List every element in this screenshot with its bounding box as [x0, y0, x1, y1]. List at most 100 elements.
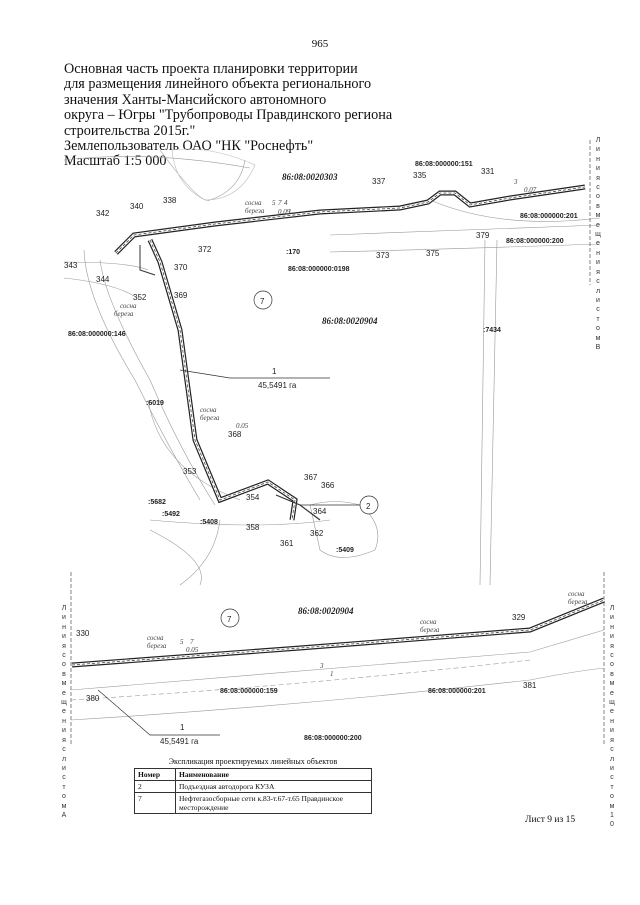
parcel-label-200: 86:08:000000:200 [506, 238, 564, 245]
point-379: 379 [476, 231, 490, 240]
pipeline-corridor-top [114, 184, 586, 521]
short-label-7434: :7434 [483, 327, 501, 334]
point-369: 369 [174, 291, 188, 300]
forest-species-pine-b2: сосна [420, 618, 437, 626]
parcel-label-201: 86:08:000000:201 [520, 213, 578, 220]
point-329: 329 [512, 613, 526, 622]
forest-species-pine-b3: сосна [568, 590, 585, 598]
point-340: 340 [130, 202, 144, 211]
legend-table: Экспликация проектируемых линейных объек… [134, 757, 372, 814]
point-358: 358 [246, 523, 260, 532]
point-344: 344 [96, 275, 110, 284]
legend-row-2-number: 7 [134, 792, 176, 814]
point-381: 381 [523, 681, 537, 690]
road-callout: 2 [366, 502, 371, 511]
forest-species-birch-b3: береза [568, 598, 588, 606]
point-368: 368 [228, 430, 242, 439]
title-line-3: значения Ханты-Мансийского автономного [64, 91, 327, 108]
line-callout-top: 7 [260, 297, 265, 306]
forest-code-b4: 3 [319, 662, 324, 670]
title-line-4: округа – Югры "Трубопроводы Правдинского… [64, 107, 393, 124]
point-380: 380 [86, 694, 100, 703]
point-354: 354 [246, 493, 260, 502]
forest-species-pine-b1: сосна [147, 634, 164, 642]
forest-code-1: 5 [272, 199, 276, 207]
point-343: 343 [64, 261, 78, 270]
point-370: 370 [174, 263, 188, 272]
forest-code-4: 0.09 [278, 208, 291, 216]
short-label-5682: :5682 [148, 499, 166, 506]
parcel-label-0198: 86:08:000000:0198 [288, 266, 350, 273]
page-number: 965 [311, 38, 329, 50]
callouts-top [179, 290, 379, 515]
short-label-6019: :6019 [146, 400, 164, 407]
legend-header-number: Номер [134, 768, 176, 781]
forest-species-pine-2: сосна [200, 406, 217, 414]
block-label-bottom: 86:08:0020904 [298, 606, 354, 616]
point-numbers-top: 342 340 338 337 335 331 343 344 352 369 … [64, 167, 495, 548]
forest-species-birch-b2: береза [420, 626, 440, 634]
document-title: Основная часть проекта планировки террит… [64, 61, 424, 170]
point-373: 373 [376, 251, 390, 260]
short-label-5409: :5409 [336, 547, 354, 554]
forest-code-b5: 1 [330, 670, 334, 678]
forest-species-birch-2: береза [200, 414, 220, 422]
parcel-label-146: 86:08:000000:146 [68, 331, 126, 338]
point-362: 362 [310, 529, 324, 538]
forest-species-pine-3: сосна [120, 302, 137, 310]
forest-code-8: 0.07 [524, 186, 537, 194]
land-user: Землепользователь ОАО "НК "Роснефть" [64, 138, 314, 155]
point-372: 372 [198, 245, 212, 254]
block-label-1: 86:08:0020303 [282, 172, 338, 182]
forest-code-b3: 0.05 [186, 646, 199, 654]
parcel-label-151: 86:08:000000:151 [415, 161, 473, 168]
area-value-top: 45,5491 га [258, 381, 297, 390]
pipeline-corridor-bottom [71, 597, 605, 668]
point-353: 353 [183, 467, 197, 476]
point-364: 364 [313, 507, 327, 516]
point-331: 331 [481, 167, 495, 176]
area-number-top: 1 [272, 367, 277, 376]
table-row: 2 Подъездная автодорога КУЗА [134, 780, 372, 793]
forest-labels-top: сосна береза 5 7 4 0.09 1 сосна береза 0… [114, 178, 537, 430]
point-330: 330 [76, 629, 90, 638]
point-342: 342 [96, 209, 110, 218]
legend-row-1-name: Подъездная автодорога КУЗА [175, 780, 372, 793]
legend-row-1-number: 2 [134, 780, 176, 793]
legend-row-2-name: Нефтегазосборные сети к.83-т.67-т.65 Пра… [175, 792, 372, 814]
point-367: 367 [304, 473, 318, 482]
area-value-bottom: 45,5491 га [160, 737, 199, 746]
title-line-2: для размещения линейного объекта региона… [64, 76, 372, 93]
point-361: 361 [280, 539, 294, 548]
forest-code-3: 4 [284, 199, 288, 207]
legend-header-name: Наименование [175, 768, 372, 781]
title-line-5: строительства 2015г." [64, 122, 196, 139]
point-numbers-bottom: 330 329 380 381 [76, 613, 537, 703]
short-label-5408: :5408 [200, 519, 218, 526]
point-337: 337 [372, 177, 386, 186]
point-352: 352 [133, 293, 147, 302]
point-335: 335 [413, 171, 427, 180]
title-line-1: Основная часть проекта планировки террит… [64, 61, 358, 77]
legend-caption: Экспликация проектируемых линейных объек… [168, 757, 338, 766]
sheet-number: Лист 9 из 15 [525, 815, 576, 825]
forest-species-birch-b1: береза [147, 642, 167, 650]
forest-code-b1: 5 [180, 638, 184, 646]
forest-code-b2: 7 [190, 638, 194, 646]
parcel-label-159: 86:08:000000:159 [220, 688, 278, 695]
forest-code-5: 1 [288, 208, 292, 216]
top-map-frame [63, 148, 601, 586]
short-label-170: :170 [286, 249, 300, 256]
line-callout-bottom: 7 [227, 615, 232, 624]
forest-code-7: 3 [513, 178, 518, 186]
forest-species-birch-3: береза [114, 310, 134, 318]
table-row: 7 Нефтегазосборные сети к.83-т.67-т.65 П… [134, 792, 372, 814]
forest-species-birch: береза [245, 207, 265, 215]
forest-code-2: 7 [278, 199, 282, 207]
parcel-label-200-bottom: 86:08:000000:200 [304, 735, 362, 742]
callouts-bottom [97, 608, 240, 736]
